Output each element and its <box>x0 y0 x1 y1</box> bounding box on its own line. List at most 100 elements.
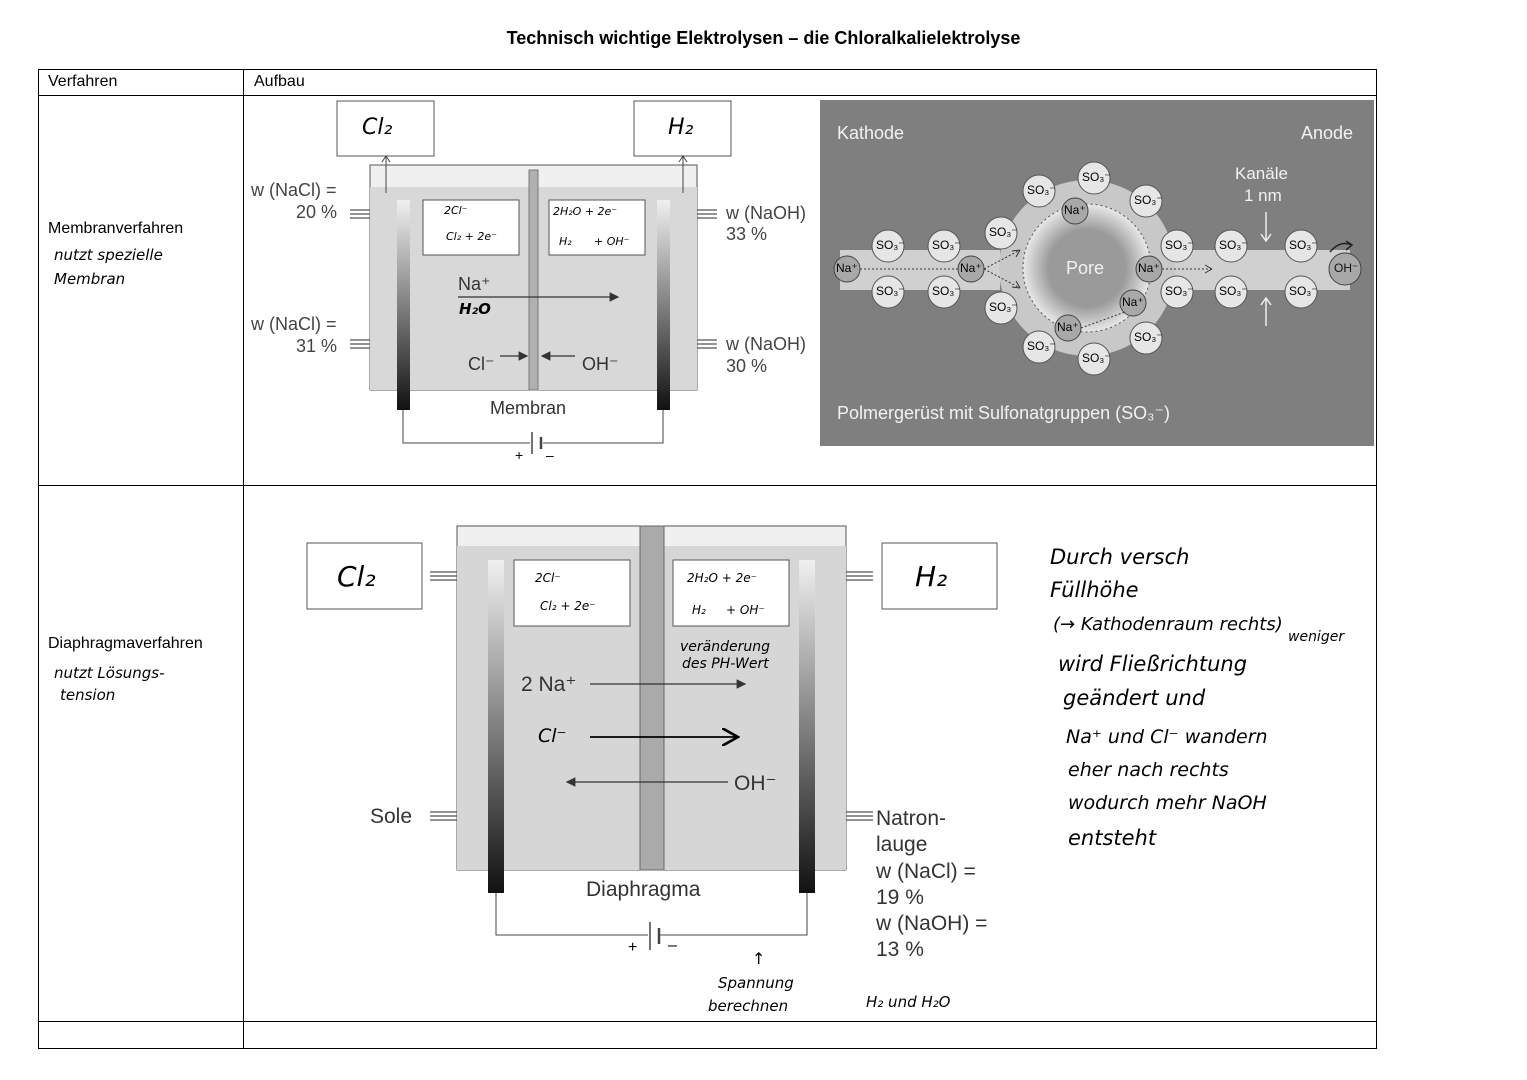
pore-kathode-label: Kathode <box>837 123 905 143</box>
membrane-anode-reaction-1: 2Cl⁻ <box>444 204 468 217</box>
so3-group: SO₃⁻ <box>1165 284 1194 298</box>
diaphragma-label: Diaphragma <box>586 878 701 901</box>
pore-anode-label: Anode <box>1301 123 1354 143</box>
spannung-arrow: ↑ <box>752 949 766 968</box>
note-line-4: wird Fließrichtung <box>1058 652 1248 676</box>
so3-group: SO₃⁻ <box>1219 238 1248 252</box>
anode-reaction-box <box>513 559 631 627</box>
pore-kanaele-label: Kanäle <box>1235 164 1288 183</box>
diaphragma-note-line2: tension <box>60 686 116 704</box>
na-ion: Na⁺ <box>1064 203 1086 217</box>
pore-nm-label: 1 nm <box>1244 186 1282 205</box>
so3-group: SO₃⁻ <box>932 284 961 298</box>
table-col-divider <box>243 69 244 1048</box>
table-outer <box>38 69 1377 1049</box>
so3-group: SO₃⁻ <box>1027 183 1056 197</box>
diaphragm-plus-label: + <box>628 939 638 956</box>
membrane-w-nacl-in-val: 20 % <box>296 202 338 222</box>
diaphragm-cathode-reaction-1: 2H₂O + 2e⁻ <box>687 571 757 585</box>
cl2-box <box>306 542 423 610</box>
na-ion: Na⁺ <box>1122 295 1144 309</box>
cathode-reaction-box <box>672 559 790 627</box>
table-row-divider <box>38 485 1376 486</box>
pore-oh-label: OH⁻ <box>1334 261 1359 275</box>
cl2-box <box>336 100 435 157</box>
so3-group: SO₃⁻ <box>932 238 961 252</box>
membrane-minus-label: – <box>546 447 554 463</box>
w-nacl-label: w (NaCl) = <box>876 860 976 883</box>
note-line-3b: weniger <box>1288 629 1345 645</box>
pore-caption: Polmergerüst mit Sulfonatgruppen (SO₃⁻) <box>837 403 1170 423</box>
table-row-divider <box>38 95 1376 96</box>
membrane-h2o-label: H₂O <box>459 300 491 318</box>
membrane-w-naoh-in-val: 30 % <box>726 356 768 376</box>
h2-h2o-note: H₂ und H₂O <box>866 993 951 1011</box>
membrane-wall-label: Membran <box>490 398 567 418</box>
na-ion: Na⁺ <box>1057 320 1079 334</box>
natronlauge-label-2: lauge <box>876 833 928 856</box>
anode-reaction-box <box>422 199 520 256</box>
na-ion: Na⁺ <box>960 261 982 275</box>
diaphragm-cathode-reaction-2a: H₂ <box>692 603 706 617</box>
membrane-cathode-reaction-2b: + OH⁻ <box>594 235 630 248</box>
inlet-stubs <box>350 209 717 349</box>
ph-note-line1: veränderung <box>680 639 770 655</box>
so3-group: SO₃⁻ <box>1289 284 1318 298</box>
membrane-cl2-label: Cl₂ <box>362 115 393 140</box>
so3-group: SO₃⁻ <box>876 238 905 252</box>
diaphragm-cathode-reaction-2b: + OH⁻ <box>726 603 765 617</box>
pipe-stubs <box>430 571 873 821</box>
membrane-oh-label: OH⁻ <box>582 354 619 374</box>
sole-label: Sole <box>370 805 413 828</box>
so3-group: SO₃⁻ <box>1134 330 1163 344</box>
so3-group: SO₃⁻ <box>1082 351 1111 365</box>
w-nacl-value: 19 % <box>876 886 924 909</box>
membrane-na-label: Na⁺ <box>458 274 491 294</box>
membrane-w-nacl-in-label: w (NaCl) = <box>251 180 337 200</box>
so3-group: SO₃⁻ <box>1289 238 1318 252</box>
membrane-plus-label: + <box>515 447 524 463</box>
w-naoh-label: w (NaOH) = <box>876 912 988 935</box>
note-line-6: Na⁺ und Cl⁻ wandern <box>1066 726 1268 748</box>
cathode-electrode <box>799 560 815 893</box>
pore-diagram <box>833 161 1362 376</box>
membrane-w-nacl-out-val: 31 % <box>296 336 338 356</box>
diaphragm-cl2-label: Cl₂ <box>337 560 376 593</box>
table-row-divider <box>38 1021 1376 1022</box>
col-header-verfahren: Verfahren <box>48 73 118 90</box>
note-line-1: Durch versch <box>1050 545 1190 569</box>
ph-note-line2: des PH-Wert <box>682 656 769 672</box>
anode-electrode <box>488 560 504 893</box>
membrane-cathode-reaction-1: 2H₂O + 2e⁻ <box>553 205 618 218</box>
so3-group: SO₃⁻ <box>876 284 905 298</box>
col-header-aufbau: Aufbau <box>254 73 305 90</box>
diaphragma-note-line1: nutzt Lösungs- <box>54 664 165 682</box>
na-ion: Na⁺ <box>1138 261 1160 275</box>
so3-group: SO₃⁻ <box>1165 238 1194 252</box>
note-line-8: wodurch mehr NaOH <box>1068 792 1267 814</box>
so3-group: SO₃⁻ <box>989 300 1018 314</box>
so3-group: SO₃⁻ <box>1027 339 1056 353</box>
note-line-9: entsteht <box>1068 826 1157 850</box>
h2-box <box>633 100 732 157</box>
membrane-cathode-reaction-2a: H₂ <box>559 235 572 248</box>
note-line-5: geändert und <box>1063 686 1206 710</box>
membrane-anode-reaction-2: Cl₂ + 2e⁻ <box>446 230 497 243</box>
membrane-w-naoh-out-label: w (NaOH) <box>726 203 806 223</box>
membrane-cl-label: Cl⁻ <box>468 354 495 374</box>
w-naoh-value: 13 % <box>876 938 924 961</box>
diaphragm-minus-label: – <box>668 937 677 954</box>
cathode-electrode <box>657 200 670 410</box>
note-line-3: (→ Kathodenraum rechts) <box>1053 614 1283 635</box>
so3-group: SO₃⁻ <box>989 225 1018 239</box>
membrane-w-naoh-out-val: 33 % <box>726 224 768 244</box>
page-title: Technisch wichtige Elektrolysen – die Ch… <box>506 28 1021 48</box>
verfahren-membran: Membranverfahren <box>48 220 184 237</box>
na-ion: Na⁺ <box>836 261 858 275</box>
note-line-2: Füllhöhe <box>1050 578 1139 602</box>
so3-group: SO₃⁻ <box>1134 193 1163 207</box>
membrane-w-nacl-out-label: w (NaCl) = <box>251 314 337 334</box>
diaphragm-wall <box>639 525 665 871</box>
membrane-h2-label: H₂ <box>668 115 694 140</box>
